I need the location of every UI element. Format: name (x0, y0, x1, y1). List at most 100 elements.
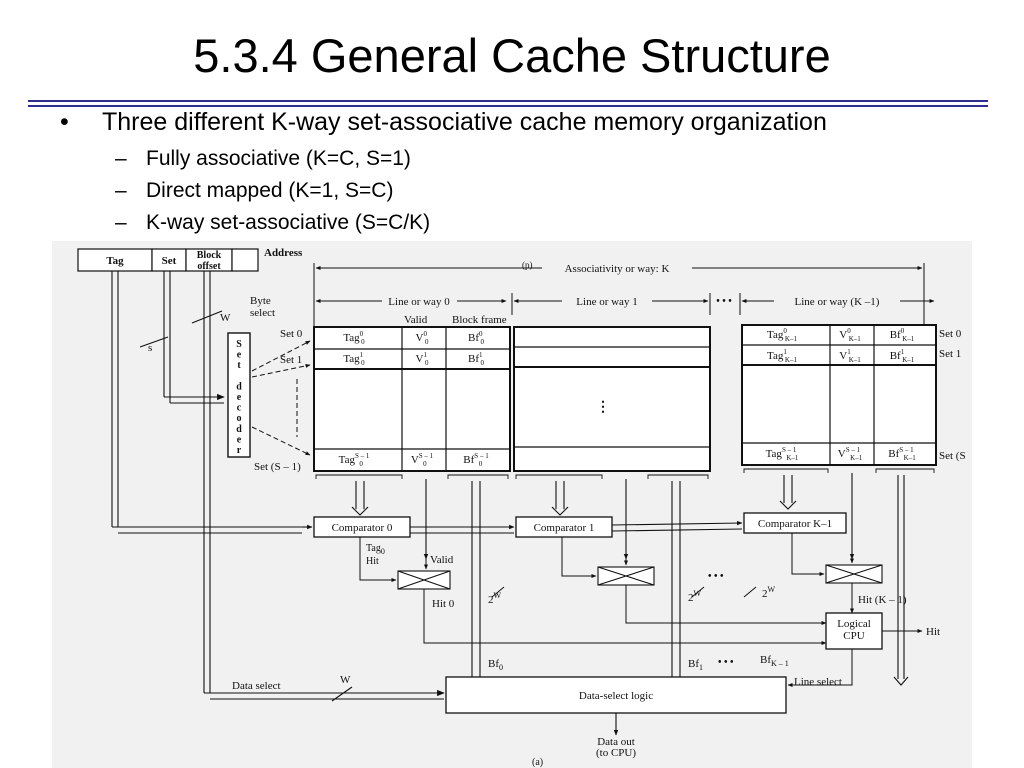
valid-header: Valid (404, 314, 428, 326)
hit-output-label: Hit (926, 626, 940, 638)
logical-cpu-box (825, 612, 883, 650)
set-decoder-letter: e (237, 434, 242, 445)
slide-title: 5.3.4 General Cache Structure (193, 29, 831, 82)
main-bullet: • Three different K-way set-associative c… (60, 106, 827, 138)
left-set-last-label: Set (S – 1) (254, 461, 301, 473)
set-decoder-letter: o (237, 413, 242, 424)
set-decoder-letter: d (236, 381, 242, 392)
comparator-k-minus-1-label: Comparator K–1 (758, 518, 832, 530)
way-label-1: Line or way 1 (576, 296, 637, 308)
dash-icon: – (115, 147, 127, 170)
address-field-set: Set (162, 255, 177, 267)
way-label-k-minus-1: Line or way (K –1) (795, 296, 880, 308)
gate-wires (359, 533, 923, 687)
set-decoder-letter: e (237, 350, 242, 361)
sub-bullet-direct-mapped: –Direct mapped (K=1, S=C) (115, 177, 393, 205)
comparator-0-label: Comparator 0 (332, 522, 393, 534)
associativity-label: Associativity or way: K (565, 263, 670, 275)
address-wires (111, 271, 445, 702)
sub-bullet-k-way: –K-way set-associative (S=C/K) (115, 209, 430, 237)
dash-icon: – (115, 211, 127, 234)
dash-icon: – (115, 179, 127, 202)
decoder-output-wires (251, 340, 311, 456)
main-bullet-text: Three different K-way set-associative ca… (102, 108, 827, 136)
address-field-tag: Tag (106, 255, 124, 267)
right-set-last-label: Set (S (939, 450, 966, 462)
set-decoder-letter: e (237, 392, 242, 403)
way-1-array (513, 326, 711, 472)
bf-out-k: BfK – 1 (760, 654, 789, 668)
address-label: Address (264, 247, 303, 259)
hit-gates (397, 564, 883, 590)
bf-out-1: Bf1 (688, 658, 703, 672)
array-brackets (315, 468, 935, 479)
comparators (313, 512, 847, 538)
way-1-vertical-ellipsis: ⋮ (596, 400, 610, 415)
ellipsis-top: • • • (716, 296, 732, 307)
right-set-1-label: Set 1 (939, 348, 961, 360)
left-set-1-label: Set 1 (280, 354, 302, 366)
ellipsis-bottom: • • • (718, 657, 734, 668)
two-w-label-k: 2W (762, 585, 776, 600)
hit-0-label: Hit 0 (432, 598, 455, 610)
way-label-0: Line or way 0 (388, 296, 450, 308)
sub-bullet-text: Fully associative (K=C, S=1) (146, 147, 411, 170)
s-label: s (148, 342, 152, 354)
sub-bullet-fully-associative: –Fully associative (K=C, S=1) (115, 145, 411, 173)
right-set-0-label: Set 0 (939, 328, 962, 340)
set-decoder-letter: d (236, 424, 242, 435)
block-frame-header: Block frame (452, 314, 507, 326)
left-set-0-label: Set 0 (280, 328, 303, 340)
hit-k-minus-1-label: Hit (K – 1) (858, 594, 907, 606)
w-label-bottom: W (340, 674, 351, 686)
data-select-logic-box (445, 676, 787, 714)
data-out-label: Data out(to CPU) (596, 736, 636, 759)
way-k-minus-1-array (741, 324, 937, 466)
address-part-label: (p) (522, 260, 533, 270)
set-decoder-letter: c (237, 403, 242, 414)
set-decoder-letter: r (237, 445, 242, 456)
bullet-dot-icon: • (60, 108, 69, 136)
address-register (77, 248, 259, 272)
way-header-arrows (315, 293, 935, 315)
sub-bullet-text: K-way set-associative (S=C/K) (146, 211, 431, 234)
figure-part-label: (a) (532, 757, 543, 768)
two-w-label-1: 2W (688, 589, 702, 604)
two-w-label-0: 2W (488, 591, 502, 606)
comparator-chain-wires (302, 520, 743, 534)
data-select-logic-label: Data-select logic (579, 690, 653, 702)
set-decoder-letter: t (237, 360, 241, 371)
data-select-label: Data select (232, 680, 281, 692)
set-decoder-letter: S (236, 339, 242, 350)
w-label-top: W (220, 312, 231, 324)
line-select-label: Line select (794, 676, 842, 688)
set-decoder-box (227, 332, 251, 458)
valid-wire-label: Valid (430, 554, 454, 566)
bf-out-0: Bf0 (488, 658, 503, 672)
